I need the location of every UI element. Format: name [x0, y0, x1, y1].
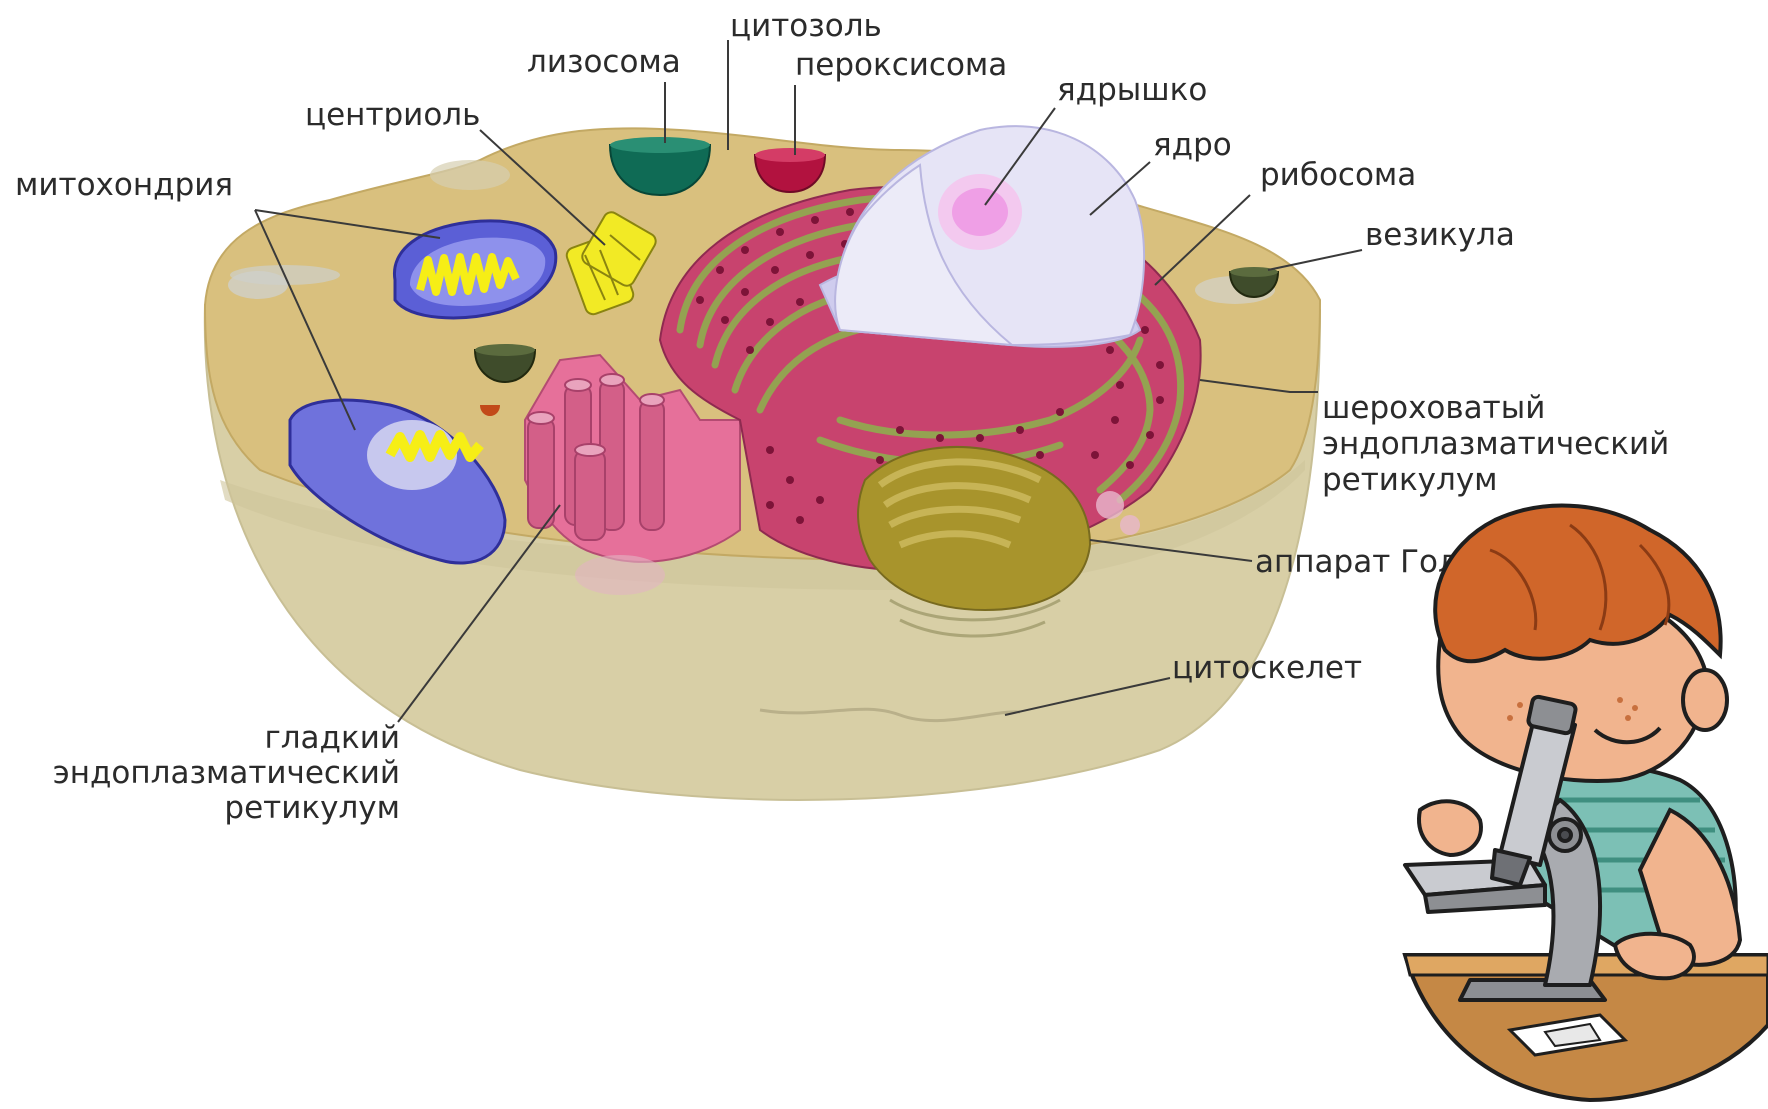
label-cytoskeleton: цитоскелет	[1172, 650, 1362, 686]
label-smooth-er-1: гладкий	[264, 720, 400, 756]
label-smooth-er-2: эндоплазматический	[53, 755, 400, 791]
label-rough-er-1: шероховатый	[1322, 390, 1545, 426]
label-smooth-er-3: ретикулум	[224, 790, 400, 826]
label-mitochondria: митохондрия	[15, 167, 233, 203]
boy-with-microscope-icon	[1405, 506, 1768, 1100]
label-ribosome: рибосома	[1260, 157, 1416, 193]
label-rough-er-3: ретикулум	[1322, 462, 1498, 498]
label-rough-er-2: эндоплазматический	[1322, 426, 1669, 462]
label-lysosome: лизосома	[527, 44, 681, 80]
nucleolus	[952, 188, 1008, 236]
label-peroxisome: пероксисома	[795, 47, 1007, 83]
label-vesicle: везикула	[1365, 217, 1515, 253]
label-nucleus: ядро	[1153, 127, 1232, 163]
label-cytosol: цитозоль	[730, 8, 882, 44]
label-centriole: центриоль	[305, 97, 480, 133]
label-nucleolus: ядрышко	[1057, 72, 1207, 108]
